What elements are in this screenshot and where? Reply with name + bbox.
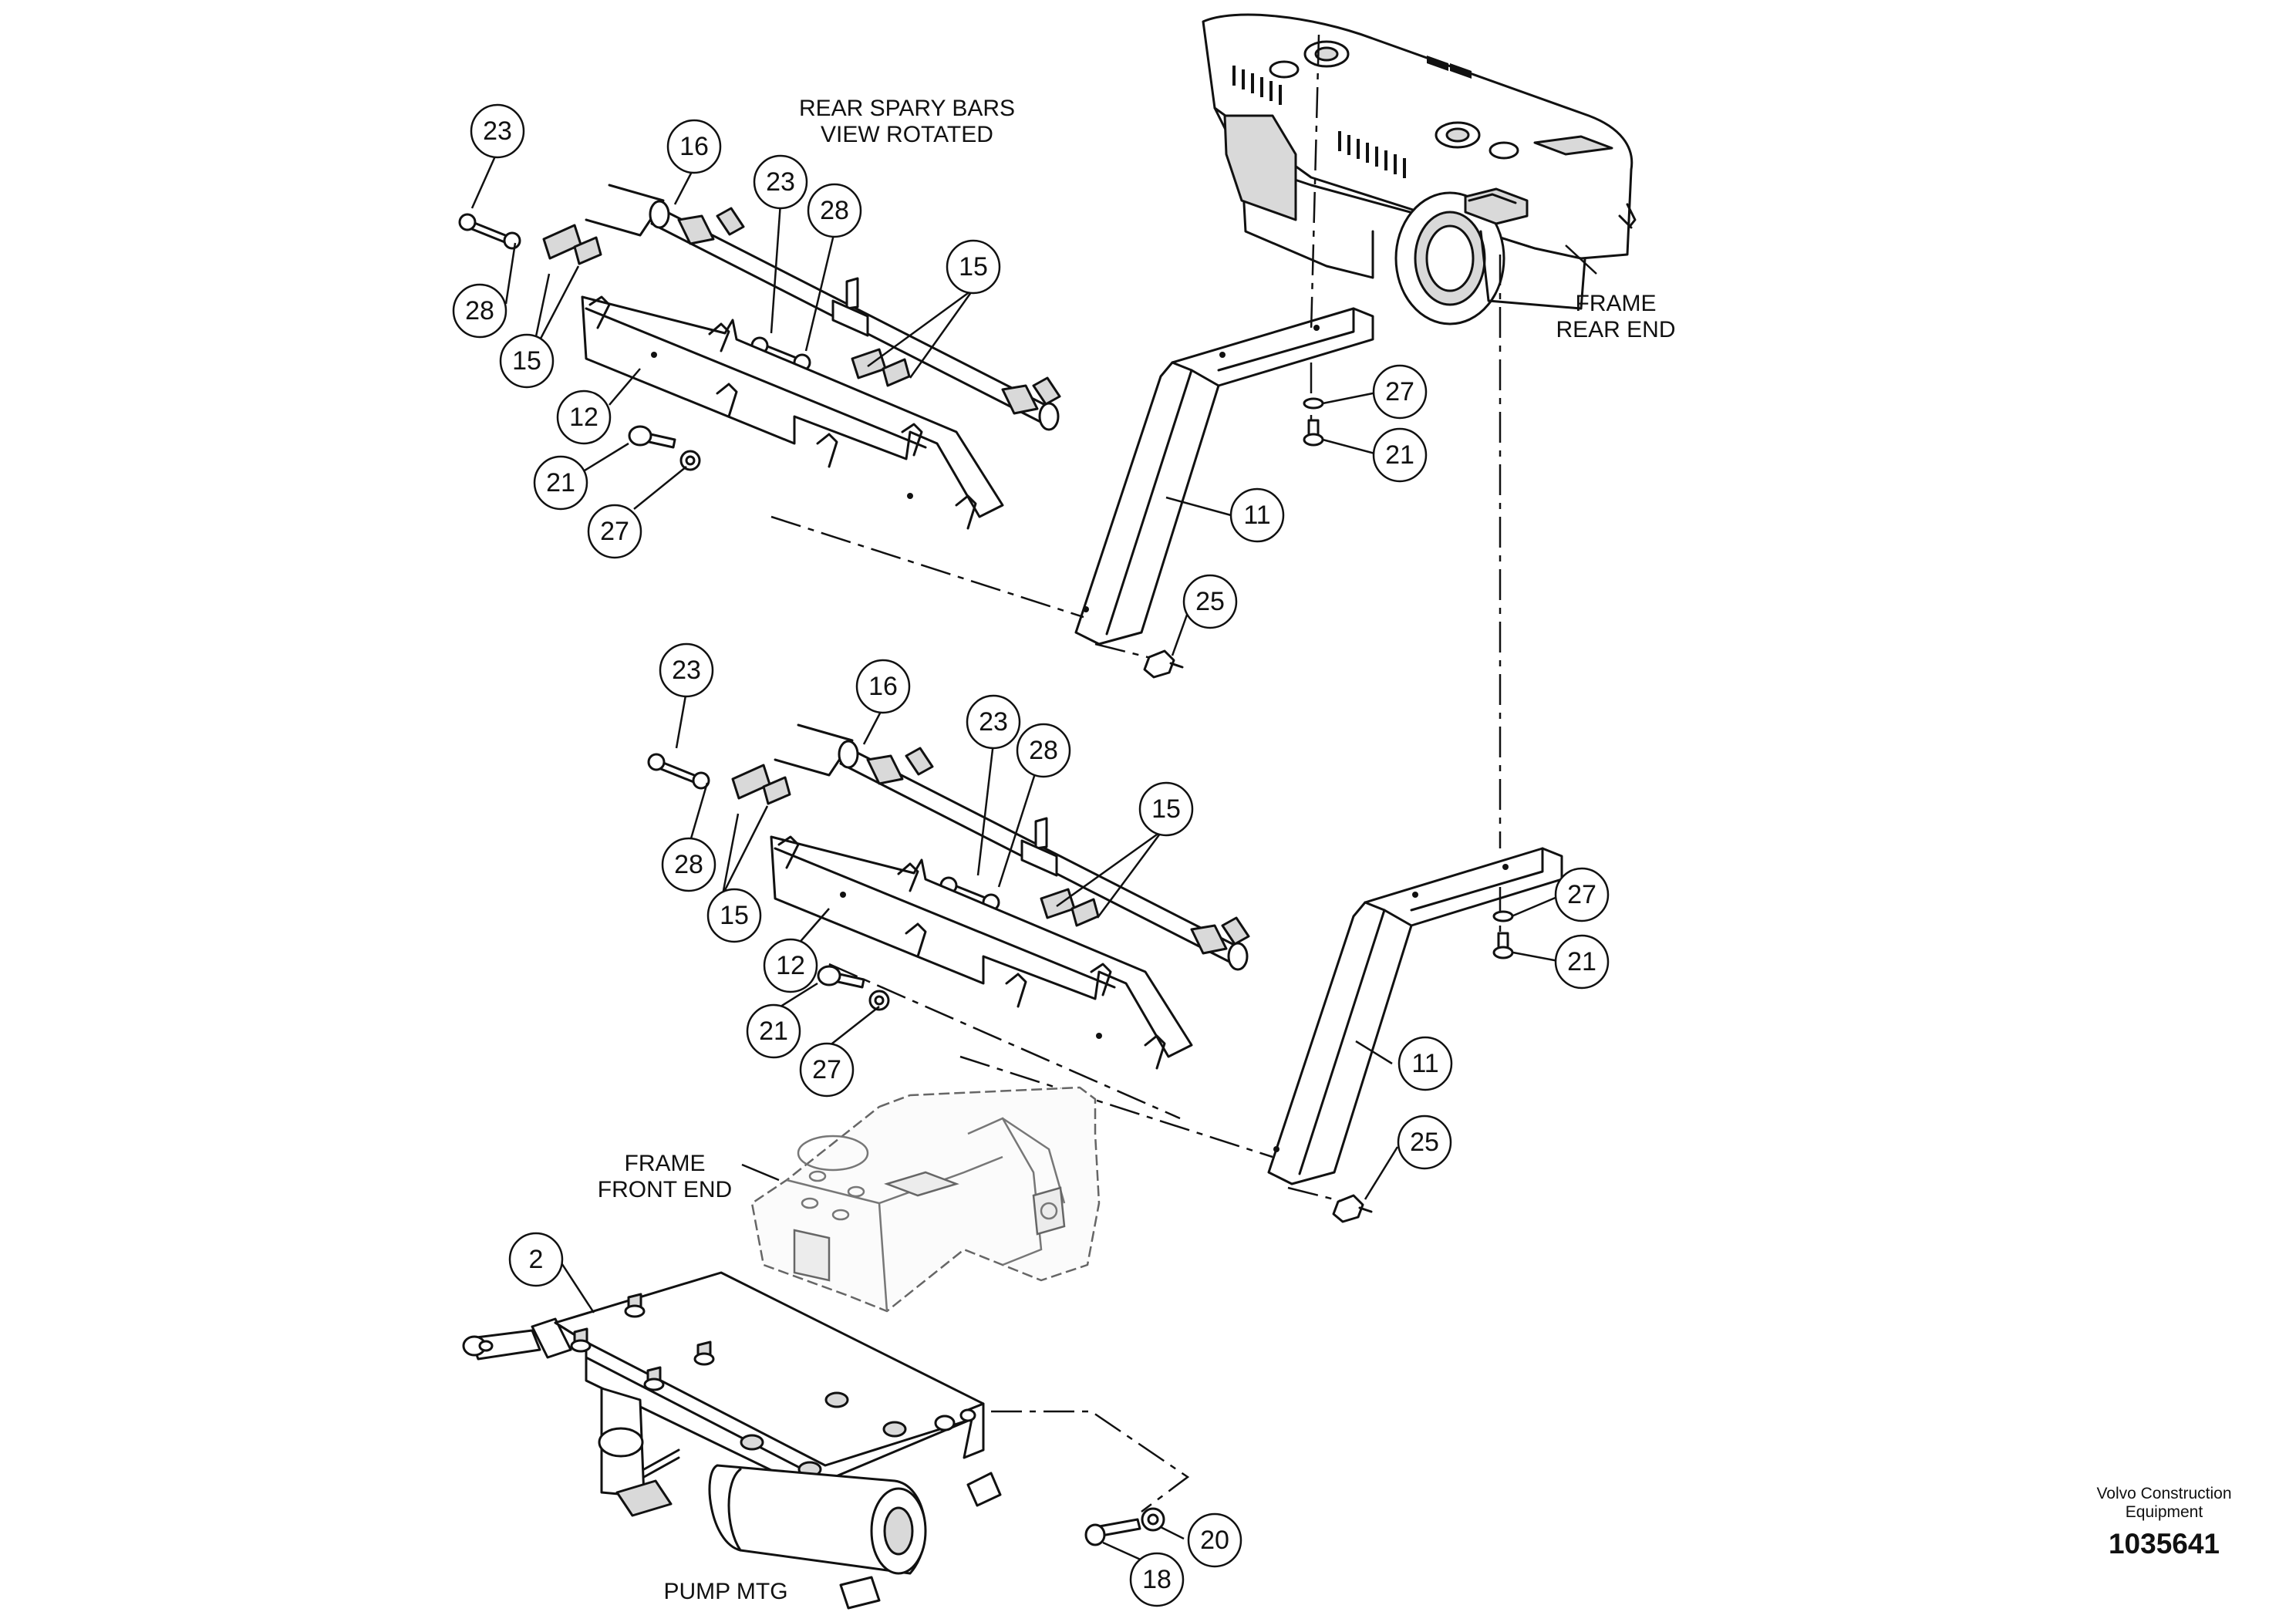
callout-upper-23a: 23 bbox=[470, 103, 525, 159]
rear-spray-bars-label-line1: REAR SPARY BARS bbox=[799, 96, 1015, 121]
frame-rear-end-label-line2: REAR END bbox=[1556, 317, 1675, 342]
mounting-bracket-lower bbox=[1267, 847, 1563, 1185]
callout-lower-16: 16 bbox=[855, 659, 911, 714]
callout-label: 21 bbox=[1567, 947, 1596, 976]
callout-label: 28 bbox=[465, 296, 494, 325]
mounting-bracket-upper bbox=[1074, 307, 1374, 646]
callout-lower-28a: 28 bbox=[661, 837, 716, 892]
leader-lines bbox=[470, 150, 1597, 1566]
callout-label: 16 bbox=[868, 672, 898, 701]
callout-upper-23b: 23 bbox=[753, 154, 808, 210]
callout-bracket-upper-27: 27 bbox=[1372, 364, 1428, 420]
callout-pump-20: 20 bbox=[1187, 1512, 1242, 1568]
callout-lower-12: 12 bbox=[763, 938, 818, 993]
assembly-lines bbox=[770, 34, 1502, 1512]
callout-pump-18: 18 bbox=[1129, 1552, 1185, 1607]
callout-bracket-lower-21: 21 bbox=[1554, 934, 1610, 990]
callout-label: 27 bbox=[1567, 880, 1596, 909]
callout-label: 16 bbox=[679, 132, 709, 161]
callout-bracket-lower-27: 27 bbox=[1554, 867, 1610, 922]
callout-label: 25 bbox=[1410, 1128, 1439, 1157]
spray-bar-assembly-lower bbox=[647, 723, 1250, 1070]
document-number: 1035641 bbox=[2109, 1528, 2220, 1560]
bracket-hardware bbox=[1143, 397, 1514, 1223]
callout-upper-21: 21 bbox=[533, 455, 588, 511]
callout-label: 28 bbox=[1029, 736, 1058, 765]
frame-front-end-label-line1: FRAME bbox=[625, 1151, 706, 1176]
frame-rear-end-drawing bbox=[1202, 13, 1637, 325]
callout-lower-23b: 23 bbox=[966, 694, 1021, 750]
callout-upper-28b: 28 bbox=[807, 183, 862, 238]
callout-label: 15 bbox=[1151, 794, 1181, 824]
callout-label: 2 bbox=[529, 1245, 544, 1274]
callout-label: 15 bbox=[720, 901, 749, 930]
callout-label: 23 bbox=[672, 656, 701, 685]
rear-spray-bars-label-line2: VIEW ROTATED bbox=[821, 122, 993, 147]
frame-rear-end-label-line1: FRAME bbox=[1576, 291, 1657, 316]
frame-front-end-drawing bbox=[750, 1086, 1101, 1313]
callout-lower-23a: 23 bbox=[659, 642, 714, 698]
callout-label: 20 bbox=[1200, 1526, 1229, 1555]
callout-label: 28 bbox=[820, 196, 849, 225]
callout-lower-15r: 15 bbox=[1138, 781, 1194, 837]
callout-label: 15 bbox=[959, 252, 988, 282]
callout-label: 23 bbox=[979, 707, 1008, 737]
callout-label: 12 bbox=[569, 403, 598, 432]
callout-lower-27: 27 bbox=[799, 1042, 855, 1098]
callout-label: 15 bbox=[512, 346, 541, 376]
callout-label: 11 bbox=[1243, 501, 1270, 530]
callout-label: 21 bbox=[759, 1017, 788, 1046]
callout-upper-16: 16 bbox=[666, 119, 722, 174]
callout-upper-12: 12 bbox=[556, 389, 612, 445]
callout-upper-15r: 15 bbox=[946, 239, 1001, 295]
callout-label: 18 bbox=[1142, 1565, 1172, 1594]
callout-upper-15l: 15 bbox=[499, 333, 555, 389]
brand-line2: Equipment bbox=[2126, 1503, 2203, 1521]
callout-label: 23 bbox=[483, 116, 512, 146]
callout-label: 27 bbox=[1385, 377, 1414, 406]
callout-label: 23 bbox=[766, 167, 795, 197]
callout-label: 27 bbox=[812, 1055, 841, 1084]
callout-label: 12 bbox=[776, 951, 805, 980]
brand-line1: Volvo Construction bbox=[2096, 1485, 2231, 1502]
callout-bracket-lower-11: 11 bbox=[1397, 1036, 1453, 1091]
callout-upper-27: 27 bbox=[587, 504, 642, 559]
callout-bracket-lower-25: 25 bbox=[1397, 1114, 1452, 1170]
callout-lower-21: 21 bbox=[746, 1003, 801, 1059]
callout-lower-28b: 28 bbox=[1016, 723, 1071, 778]
callout-label: 25 bbox=[1195, 587, 1225, 616]
callout-pump-2: 2 bbox=[508, 1232, 564, 1287]
callout-bracket-upper-25: 25 bbox=[1182, 574, 1238, 629]
callout-upper-28a: 28 bbox=[452, 283, 507, 339]
callout-bracket-upper-11: 11 bbox=[1229, 487, 1285, 543]
callout-label: 11 bbox=[1411, 1049, 1438, 1078]
frame-front-end-label-line2: FRONT END bbox=[598, 1177, 732, 1202]
spray-bar-assembly-upper bbox=[458, 184, 1061, 530]
pump-mtg-label: PUMP MTG bbox=[663, 1579, 787, 1604]
vent-slots bbox=[1232, 66, 1406, 178]
callout-label: 21 bbox=[546, 468, 575, 497]
callout-label: 21 bbox=[1385, 440, 1414, 470]
callout-lower-15l: 15 bbox=[706, 888, 762, 943]
callout-label: 28 bbox=[674, 850, 703, 879]
callout-label: 27 bbox=[600, 517, 629, 546]
callout-bracket-upper-21: 21 bbox=[1372, 427, 1428, 483]
pump-mounting-assembly bbox=[462, 1271, 1165, 1610]
